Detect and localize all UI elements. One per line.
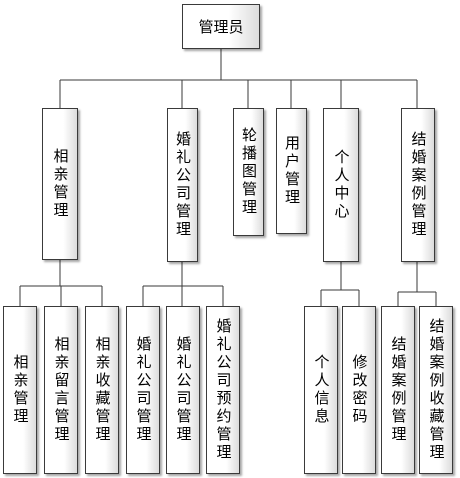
node-child-label: 个人信息 — [312, 354, 331, 426]
node-module-hunli: 婚礼公司管理 — [167, 108, 198, 262]
node-child-xiangqin-1: 相亲管理 — [3, 306, 37, 474]
node-child-xiangqin-2: 相亲留言管理 — [44, 306, 78, 474]
node-child-label: 相亲留言管理 — [52, 336, 71, 444]
node-module-label: 婚礼公司管理 — [174, 131, 192, 239]
node-module-yonghu: 用户管理 — [276, 108, 307, 234]
node-child-jiehun-1: 结婚案例管理 — [381, 306, 415, 474]
node-module-label: 相亲管理 — [51, 148, 70, 220]
node-child-label: 婚礼公司管理 — [134, 336, 153, 444]
node-child-hunli-2: 婚礼公司管理 — [166, 306, 200, 474]
node-child-geren-2: 修改密码 — [342, 306, 376, 474]
node-child-hunli-1: 婚礼公司管理 — [126, 306, 160, 474]
node-root-label: 管理员 — [198, 18, 244, 36]
node-module-label: 个人中心 — [332, 149, 351, 221]
node-module-label: 用户管理 — [283, 135, 301, 207]
node-child-jiehun-2: 结婚案例收藏管理 — [419, 306, 453, 474]
node-module-label: 结婚案例管理 — [409, 131, 428, 239]
node-child-label: 相亲管理 — [11, 354, 30, 426]
node-child-label: 修改密码 — [350, 354, 369, 426]
node-child-label: 结婚案例管理 — [389, 336, 408, 444]
node-child-label: 结婚案例收藏管理 — [427, 318, 446, 462]
node-child-label: 婚礼公司预约管理 — [214, 318, 233, 462]
node-root: 管理员 — [182, 4, 260, 49]
node-child-hunli-3: 婚礼公司预约管理 — [206, 306, 240, 474]
node-child-label: 相亲收藏管理 — [93, 336, 112, 444]
node-module-lunbo: 轮播图管理 — [233, 108, 264, 236]
node-module-jiehun: 结婚案例管理 — [401, 108, 435, 262]
node-child-label: 婚礼公司管理 — [174, 336, 193, 444]
node-module-geren: 个人中心 — [323, 108, 359, 262]
node-module-xiangqin: 相亲管理 — [42, 108, 78, 260]
node-child-xiangqin-3: 相亲收藏管理 — [85, 306, 119, 474]
node-child-geren-1: 个人信息 — [304, 306, 338, 474]
node-module-label: 轮播图管理 — [240, 127, 258, 217]
